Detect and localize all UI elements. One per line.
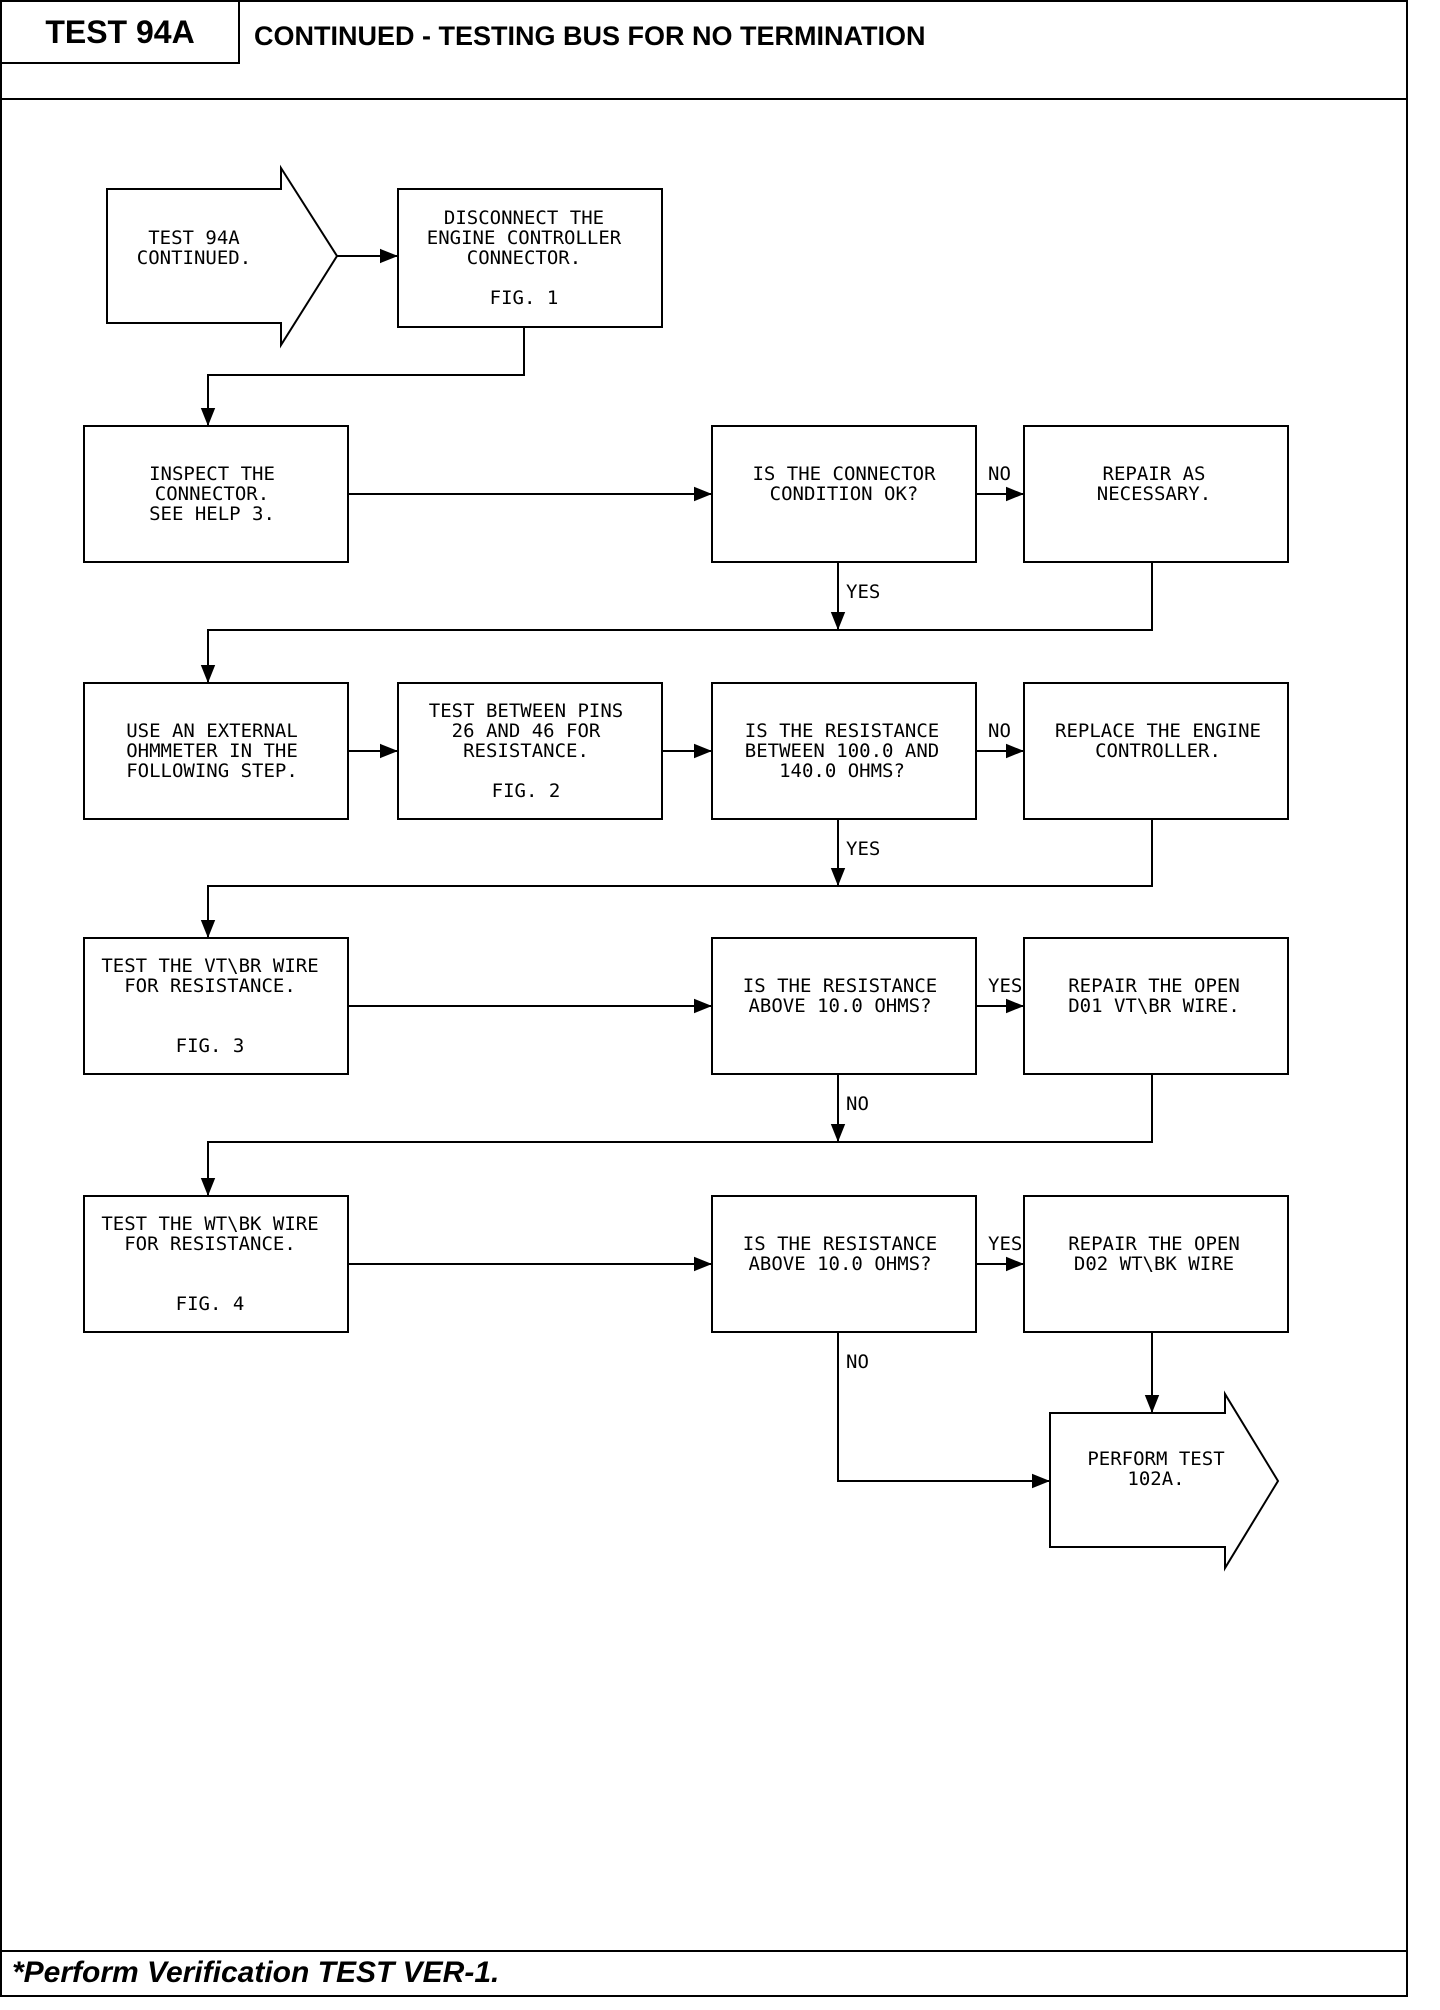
repair-vt-box — [1023, 937, 1289, 1075]
text-line: FIG. 3 — [176, 1035, 245, 1057]
text-line: FOLLOWING STEP. — [126, 760, 298, 782]
text-line: FIG. 4 — [176, 1293, 245, 1315]
label-no: NO — [988, 720, 1011, 742]
q-resist2-box — [711, 937, 977, 1075]
test-wt-box — [83, 1195, 349, 1333]
text-line: IS THE RESISTANCE — [743, 1233, 937, 1255]
q-resist3-box — [711, 1195, 977, 1333]
text-line: IS THE RESISTANCE — [745, 720, 939, 742]
inspect-box — [83, 425, 349, 563]
label-no: NO — [846, 1093, 869, 1115]
text-line: 102A. — [1127, 1468, 1184, 1490]
text-line: FOR RESISTANCE. — [124, 1233, 296, 1255]
text-line: ABOVE 10.0 OHMS? — [748, 995, 931, 1017]
test-vt-box — [83, 937, 349, 1075]
text-line: DISCONNECT THE — [444, 207, 604, 229]
header: TEST 94A CONTINUED - TESTING BUS FOR NO … — [2, 2, 1406, 100]
text-line — [204, 1273, 215, 1295]
text-line — [204, 1253, 215, 1275]
connector — [200, 819, 1153, 938]
text-line: REPAIR THE OPEN — [1068, 975, 1240, 997]
footer-note: *Perform Verification TEST VER-1. — [12, 1956, 500, 1989]
text-line: SEE HELP 3. — [149, 503, 275, 525]
start-arrow-shape — [106, 164, 339, 349]
text-line: USE AN EXTERNAL — [126, 720, 298, 742]
text-line — [204, 995, 215, 1017]
text-line: CONNECTOR. — [155, 483, 269, 505]
text-line: ABOVE 10.0 OHMS? — [748, 1253, 931, 1275]
label-yes: YES — [988, 1233, 1022, 1255]
text-line: REPAIR THE OPEN — [1068, 1233, 1240, 1255]
text-line: 140.0 OHMS? — [779, 760, 905, 782]
text-line: IS THE RESISTANCE — [743, 975, 937, 997]
text-line: TEST THE VT\BR WIRE — [101, 955, 318, 977]
label-yes: YES — [988, 975, 1022, 997]
text-line: REPAIR AS — [1103, 463, 1206, 485]
use-ohm-box — [83, 682, 349, 820]
text-line: CONNECTOR. — [467, 247, 581, 269]
q-connector-box — [711, 425, 977, 563]
text-line: CONTINUED. — [137, 247, 251, 269]
text-line: CONDITION OK? — [770, 483, 919, 505]
test-pins-box — [397, 682, 663, 820]
text-line: FIG. 1 — [490, 287, 559, 309]
label-no: NO — [846, 1351, 869, 1373]
text-line: BETWEEN 100.0 AND — [745, 740, 939, 762]
label-yes: YES — [846, 581, 880, 603]
test-id: TEST 94A — [2, 2, 240, 64]
replace-box — [1023, 682, 1289, 820]
text-line: INSPECT THE — [149, 463, 275, 485]
text-line: ENGINE CONTROLLER — [427, 227, 622, 249]
text-line: RESISTANCE. — [463, 740, 589, 762]
text-line: FIG. 2 — [492, 780, 561, 802]
connector — [200, 1074, 1153, 1196]
label-yes: YES — [846, 838, 880, 860]
text-line: 26 AND 46 FOR — [452, 720, 601, 742]
text-line — [204, 1015, 215, 1037]
end-arrow-shape — [1049, 1390, 1280, 1572]
footer: *Perform Verification TEST VER-1. — [2, 1950, 1406, 1997]
text-line: FOR RESISTANCE. — [124, 975, 296, 997]
text-line: CONTROLLER. — [1095, 740, 1221, 762]
text-line: NECESSARY. — [1097, 483, 1211, 505]
text-line: TEST 94A — [148, 227, 240, 249]
label-no: NO — [988, 463, 1011, 485]
text-line: TEST BETWEEN PINS — [429, 700, 623, 722]
connector — [200, 562, 1153, 683]
step1-box — [397, 188, 663, 328]
text-line: REPLACE THE ENGINE — [1055, 720, 1261, 742]
text-line: D02 WT\BK WIRE — [1074, 1253, 1234, 1275]
text-line: PERFORM TEST — [1087, 1448, 1224, 1470]
text-line: OHMMETER IN THE — [126, 740, 298, 762]
page-title: CONTINUED - TESTING BUS FOR NO TERMINATI… — [254, 21, 926, 51]
text-line: TEST THE WT\BK WIRE — [101, 1213, 318, 1235]
connector — [837, 1332, 1050, 1489]
text-line — [518, 267, 529, 289]
connector — [200, 327, 525, 426]
text-line: IS THE CONNECTOR — [752, 463, 936, 485]
text-line: D01 VT\BR WIRE. — [1068, 995, 1240, 1017]
text-line — [520, 760, 531, 782]
